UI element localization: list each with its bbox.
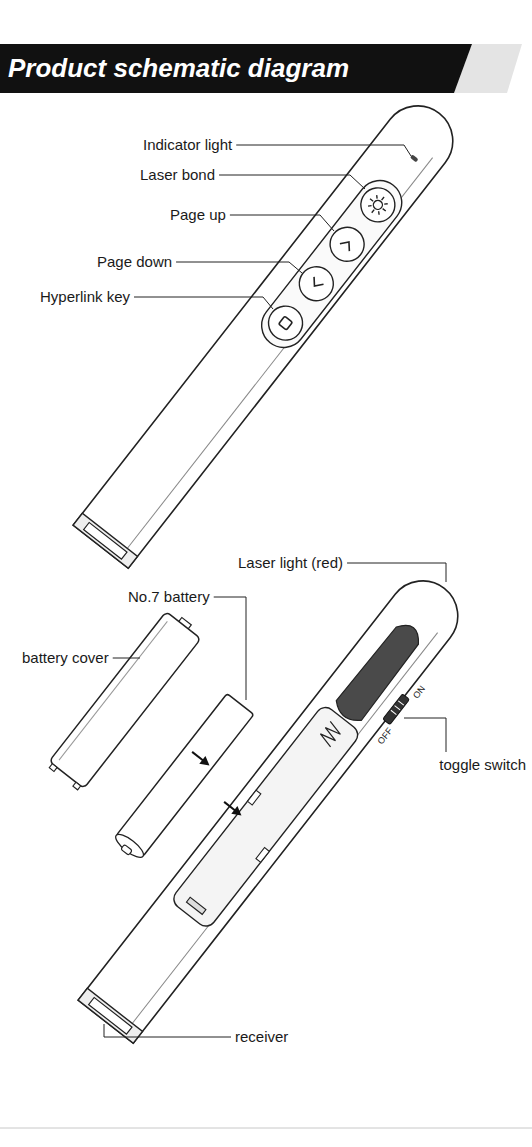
title-banner (0, 44, 472, 93)
cover-tab (49, 764, 57, 772)
arrow-shaft (192, 752, 203, 761)
up-chevron (340, 238, 354, 251)
battery-compartment (170, 704, 362, 931)
receiver-port (89, 997, 132, 1034)
switch-marking: ON (411, 684, 427, 701)
contact-plate (186, 897, 205, 914)
presenter-body (78, 567, 472, 1044)
leader-line (134, 297, 273, 309)
part-label: Page down (97, 253, 172, 271)
arrow-shaft (224, 802, 235, 811)
leader-line (104, 1024, 231, 1037)
part-label: receiver (235, 1028, 288, 1046)
laser-cavity (332, 618, 426, 726)
part-label: Laser bond (140, 166, 215, 184)
part-label: Indicator light (143, 136, 232, 154)
part-label: toggle switch (439, 756, 526, 774)
part-label: battery cover (22, 649, 109, 667)
sun-rays (364, 191, 392, 219)
laser-button (354, 181, 402, 229)
square-symbol (279, 316, 293, 330)
page-rule (0, 1128, 532, 1129)
leader-line (176, 262, 302, 273)
cover-tab (73, 782, 81, 790)
insert-arrow (221, 798, 244, 819)
compartment-tab (256, 848, 269, 863)
sun-symbol (372, 199, 385, 212)
title: Product schematic diagram (8, 52, 349, 84)
presenter-bottom-view (78, 567, 477, 1047)
part-label: Hyperlink key (40, 288, 130, 306)
leader-line (236, 145, 411, 156)
down-chevron (310, 277, 324, 290)
switch-ridges (391, 701, 404, 715)
presenter-body (73, 92, 467, 569)
leader-line (219, 175, 365, 189)
end-face (78, 988, 142, 1043)
insert-arrow (189, 748, 212, 769)
battery-terminal (121, 844, 133, 855)
spring (318, 721, 343, 747)
part-label: Page up (170, 206, 226, 224)
button-panel (253, 172, 411, 357)
leader-line (347, 563, 446, 582)
battery-end (113, 831, 147, 861)
part-label: Laser light (red) (238, 554, 343, 572)
arrow-head (199, 756, 212, 769)
part-label: No.7 battery (128, 588, 210, 606)
body-edge (122, 158, 432, 555)
presenter-top-view (73, 92, 467, 569)
toggle-switch (383, 694, 410, 725)
hyperlink-button (262, 299, 310, 347)
leader-line (113, 658, 140, 659)
end-face (73, 513, 137, 568)
leader-line (214, 597, 246, 700)
arrow-head (231, 806, 244, 819)
cover-edge (59, 621, 167, 760)
receiver-port (84, 522, 127, 559)
body-edge (127, 633, 437, 1030)
leader-line (230, 215, 334, 231)
leader-line (404, 718, 446, 752)
page-down-button (292, 260, 340, 308)
compartment-tab (247, 790, 260, 805)
